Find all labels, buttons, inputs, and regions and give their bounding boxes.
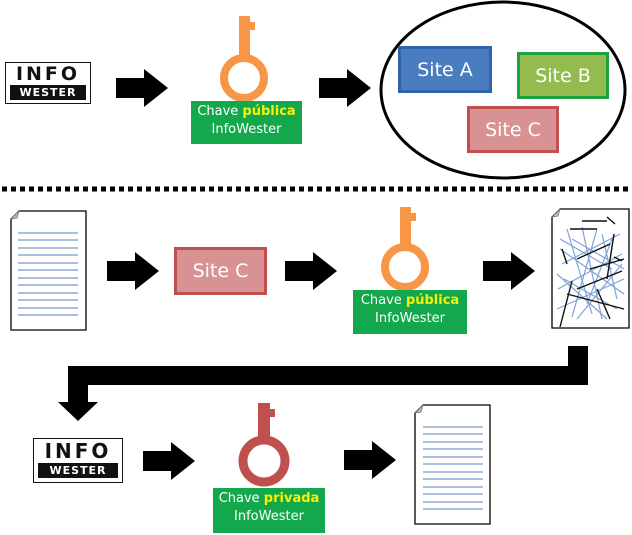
key-label-highlight: privada [263,491,320,506]
key-label-prefix: Chave [360,293,406,308]
decrypted-document-icon [413,403,491,525]
site-c-label-2: Site C [192,260,249,282]
key-label-prefix: Chave [218,491,264,506]
public-key-icon [220,16,268,102]
site-c-box-2: Site C [174,247,267,295]
logo-line2: WESTER [10,85,86,100]
key-label-owner: InfoWester [234,509,304,524]
arrow-right-5 [483,252,535,290]
infowester-logo-2: INFO WESTER [33,438,123,483]
logo-line1: INFO [15,63,81,85]
arrow-right-4 [285,252,337,290]
private-key-label: Chave privada InfoWester [213,488,325,533]
logo-line2: WESTER [38,463,118,478]
key-label-owner: InfoWester [375,311,445,326]
arrow-right-2 [319,69,371,107]
site-c-box: Site C [467,106,559,153]
encrypted-document-icon [550,207,630,329]
site-b-box: Site B [517,52,609,99]
arrow-right-6 [143,442,195,480]
key-label-highlight: pública [242,104,296,119]
public-key-icon-2 [381,207,429,291]
site-b-label: Site B [535,64,591,87]
site-a-label: Site A [417,58,473,81]
private-key-icon [238,403,290,487]
public-key-label: Chave pública InfoWester [191,101,302,144]
infowester-logo: INFO WESTER [5,62,91,104]
document-icon [9,209,87,331]
logo-line1: INFO [44,439,112,463]
sites-group-ellipse [379,0,627,180]
site-a-box: Site A [398,46,492,93]
key-label-prefix: Chave [197,104,243,119]
public-key-label-2: Chave pública InfoWester [353,290,467,334]
site-c-label: Site C [485,118,541,141]
key-label-owner: InfoWester [211,122,282,137]
arrow-right-1 [116,69,168,107]
arrow-right-7 [344,441,396,479]
key-label-highlight: pública [405,293,460,308]
arrow-right-3 [107,252,159,290]
return-arrow [58,346,588,421]
